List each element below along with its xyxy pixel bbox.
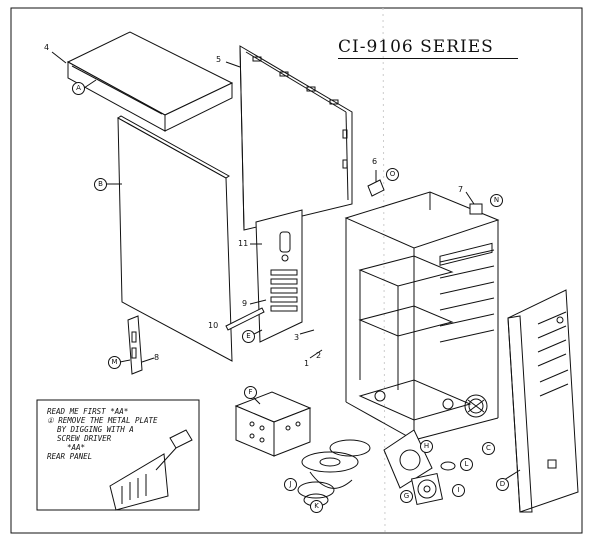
callout-e: E [242, 330, 255, 343]
callout-d-leader [503, 469, 521, 481]
rear-panel-inset [36, 399, 200, 511]
screw-5-leader [225, 61, 241, 68]
callout-3: 3 [294, 333, 300, 342]
callout-e-leader [253, 329, 263, 335]
callout-4: 4 [44, 43, 50, 52]
screw-8-leader [141, 357, 155, 363]
title-underline [338, 58, 518, 59]
scan-fold-line [382, 7, 386, 534]
callout-l: L [460, 458, 473, 471]
callout-k: K [310, 500, 323, 513]
screw-4-leader [51, 51, 67, 64]
part-fan-duct [297, 439, 371, 507]
callout-8: 8 [154, 353, 160, 362]
callout-j: J [284, 478, 297, 491]
callout-a-leader [83, 79, 97, 89]
note-line-1: READ ME FIRST *AA* [47, 407, 129, 416]
part-top-cover [66, 31, 234, 132]
callout-g: G [400, 490, 413, 503]
diagram-title: CI-9106 SERIES [338, 37, 494, 57]
part-clip-o [367, 170, 385, 197]
part-chassis-frame [344, 191, 500, 441]
callout-d: D [496, 478, 509, 491]
frame-border [10, 7, 583, 534]
callout-10: 10 [208, 321, 219, 330]
part-fan-clip [440, 461, 456, 471]
callout-i: I [452, 484, 465, 497]
rear-panel-note: READ ME FIRST *AA* ① REMOVE THE METAL PL… [47, 407, 158, 461]
callout-c: C [482, 442, 495, 455]
note-line-3: BY DIGGING WITH A [57, 425, 134, 434]
note-line-6: REAR PANEL [47, 452, 93, 461]
callout-o: O [386, 168, 399, 181]
callout-2: 2 [316, 351, 322, 360]
part-right-side-panel [239, 45, 353, 231]
part-rear-panel-bracket [255, 209, 303, 343]
callout-7: 7 [458, 185, 464, 194]
callout-n: N [490, 194, 503, 207]
part-io-bracket [119, 315, 143, 375]
note-line-5: *AA* [67, 443, 86, 452]
callout-a: A [72, 82, 85, 95]
callout-b: B [94, 178, 107, 191]
part-fan [410, 472, 444, 506]
note-line-2: ① REMOVE THE METAL PLATE [47, 416, 158, 425]
callout-m: M [108, 356, 121, 369]
screw-1-2-leader [309, 349, 323, 359]
callout-9: 9 [242, 299, 248, 308]
part-front-bezel [507, 289, 579, 513]
callout-11: 11 [238, 239, 249, 248]
part-card-guide [225, 307, 265, 331]
callout-1: 1 [304, 359, 310, 368]
part-clip-n [465, 191, 483, 215]
part-side-panel [117, 115, 233, 362]
part-drive-cage [234, 391, 312, 457]
note-line-4: SCREW DRIVER [57, 434, 112, 443]
callout-5: 5 [216, 55, 222, 64]
callout-h: H [420, 440, 433, 453]
screw-3-leader [299, 329, 315, 335]
screw-9-leader [249, 299, 267, 305]
callout-6: 6 [372, 157, 378, 166]
callout-f: F [244, 386, 257, 399]
